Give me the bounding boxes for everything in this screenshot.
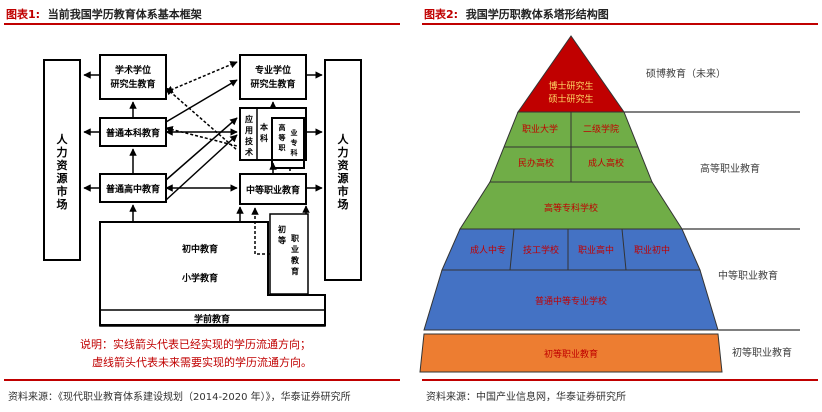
svg-text:普通本科教育: 普通本科教育	[106, 127, 160, 139]
right-figure-panel: 图表2: 我国学历职教体系塔形结构图 博士研究生 硕士研究生 职业大学 二级学院…	[418, 0, 822, 412]
svg-text:初等职业教育: 初等职业教育	[544, 348, 598, 360]
svg-text:等: 等	[277, 235, 286, 245]
svg-text:成人中专: 成人中专	[470, 244, 506, 256]
svg-text:普通中等专业学校: 普通中等专业学校	[535, 295, 607, 307]
svg-text:成人高校: 成人高校	[588, 157, 624, 169]
right-labour-market-label: 人 力 资 源 市 场	[338, 132, 350, 211]
svg-text:市: 市	[338, 184, 349, 198]
tier-higher-voc-upper: 职业大学 二级学院 民办高校 成人高校	[489, 111, 653, 183]
svg-text:高等职业教育: 高等职业教育	[700, 162, 760, 175]
svg-text:本: 本	[259, 122, 268, 132]
right-labour-market-box	[324, 59, 362, 281]
svg-text:源: 源	[338, 171, 349, 185]
svg-text:学前教育: 学前教育	[194, 313, 230, 325]
primary-voc-box: 初 等 职 业 教 育	[269, 213, 309, 295]
tier-primary-voc: 初等职业教育	[419, 333, 723, 373]
higher-voc-box: 高 等 职 业 专 科	[271, 117, 305, 169]
right-title-text: 我国学历职教体系塔形结构图	[465, 8, 609, 21]
svg-text:职: 职	[291, 234, 299, 243]
svg-text:中等职业教育: 中等职业教育	[718, 269, 778, 282]
svg-text:说明：实线箭头代表已经实现的学历流通方向；: 说明：实线箭头代表已经实现的学历流通方向；	[80, 337, 311, 351]
svg-text:小学教育: 小学教育	[181, 272, 218, 284]
flow-arrows	[83, 61, 323, 255]
svg-text:应: 应	[245, 114, 253, 124]
svg-text:职业高中: 职业高中	[578, 244, 614, 256]
svg-text:业: 业	[291, 244, 299, 254]
svg-text:源: 源	[57, 171, 68, 185]
svg-text:二级学院: 二级学院	[583, 123, 619, 135]
sec-voc-box: 中等职业教育	[239, 173, 307, 205]
education-framework-diagram: 人 力 资 源 市 场 人 力 资 源 市 场 学术学位 研究生教育 普通本科教…	[43, 54, 362, 369]
svg-text:场: 场	[338, 197, 349, 211]
tier-sec-voc-lower: 普通中等专业学校	[423, 269, 719, 331]
svg-text:虚线箭头代表未来需要实现的学历流通方向。: 虚线箭头代表未来需要实现的学历流通方向。	[92, 355, 312, 369]
left-labour-market-label: 人 力 资 源 市 场	[57, 132, 69, 211]
svg-text:等: 等	[278, 133, 286, 142]
svg-text:职业初中: 职业初中	[634, 244, 670, 256]
svg-text:业: 业	[291, 128, 298, 137]
left-source-note: 资料来源：《现代职业教育体系建设规划（2014-2020 年）》，华泰证券研究所	[8, 392, 351, 403]
svg-text:资: 资	[57, 158, 68, 172]
legend-note: 说明：实线箭头代表已经实现的学历流通方向； 虚线箭头代表未来需要实现的学历流通方…	[80, 337, 312, 369]
left-title-text: 当前我国学历教育体系基本框架	[47, 8, 202, 21]
svg-text:育: 育	[291, 266, 299, 276]
preschool-box: 学前教育	[99, 309, 326, 327]
tier-higher-voc-lower: 高等专科学校	[459, 181, 683, 230]
svg-text:术: 术	[244, 147, 253, 157]
svg-text:教: 教	[290, 255, 300, 265]
svg-text:研究生教育: 研究生教育	[250, 78, 295, 90]
svg-text:初等职业教育: 初等职业教育	[732, 346, 792, 359]
right-figure-label: 图表2:	[424, 8, 459, 21]
right-bottom-rule	[422, 379, 818, 381]
svg-text:用: 用	[244, 126, 253, 135]
svg-text:科: 科	[260, 133, 268, 143]
svg-text:专业学位: 专业学位	[255, 64, 291, 76]
right-figure-title: 图表2: 我国学历职教体系塔形结构图	[424, 6, 609, 22]
right-top-rule	[422, 23, 818, 25]
svg-text:专: 专	[291, 138, 298, 147]
left-bottom-rule	[4, 379, 400, 381]
svg-text:研究生教育: 研究生教育	[110, 78, 155, 90]
svg-text:资: 资	[338, 158, 349, 172]
high-school-box: 普通高中教育	[99, 173, 167, 203]
prof-grad-box: 专业学位 研究生教育	[239, 54, 307, 100]
svg-text:博士研究生: 博士研究生	[548, 80, 593, 92]
left-figure-title: 图表1: 当前我国学历教育体系基本框架	[6, 6, 202, 22]
svg-text:技工学校: 技工学校	[523, 244, 559, 256]
svg-text:高等专科学校: 高等专科学校	[544, 202, 598, 214]
left-figure-label: 图表1:	[6, 8, 41, 21]
svg-text:学术学位: 学术学位	[115, 64, 151, 76]
svg-text:硕士研究生: 硕士研究生	[548, 93, 593, 105]
undergrad-box: 普通本科教育	[99, 117, 167, 147]
svg-text:初中教育: 初中教育	[182, 243, 218, 255]
svg-text:人: 人	[57, 132, 69, 146]
left-labour-market-box	[43, 59, 81, 261]
svg-text:技: 技	[245, 136, 254, 146]
svg-text:普通高中教育: 普通高中教育	[106, 183, 160, 195]
left-figure-panel: 图表1: 当前我国学历教育体系基本框架 人 力 资 源 市 场 人 力 资 源 …	[0, 0, 404, 412]
vocational-pyramid: 博士研究生 硕士研究生 职业大学 二级学院 民办高校 成人高校 高等专科学校 成…	[419, 35, 800, 373]
svg-text:初: 初	[278, 224, 286, 234]
svg-text:市: 市	[57, 184, 68, 198]
svg-text:高: 高	[279, 123, 286, 132]
svg-text:场: 场	[57, 197, 68, 211]
svg-text:力: 力	[338, 145, 349, 159]
svg-text:科: 科	[291, 148, 298, 157]
svg-text:硕博教育（未来）: 硕博教育（未来）	[646, 67, 726, 80]
svg-text:民办高校: 民办高校	[518, 157, 554, 169]
svg-text:人: 人	[338, 132, 350, 146]
svg-text:职: 职	[279, 143, 286, 152]
tier-doctoral: 博士研究生 硕士研究生	[517, 35, 625, 113]
pyramid-side-labels: 硕博教育（未来） 高等职业教育 中等职业教育 初等职业教育	[646, 67, 792, 359]
left-top-rule	[4, 23, 400, 25]
academic-grad-box: 学术学位 研究生教育	[99, 54, 167, 100]
right-source-note: 资料来源：中国产业信息网，华泰证券研究所	[426, 392, 626, 403]
tier-sec-voc-upper: 成人中专 技工学校 职业高中 职业初中	[441, 228, 701, 271]
svg-text:力: 力	[57, 145, 68, 159]
svg-text:中等职业教育: 中等职业教育	[246, 184, 300, 196]
svg-text:职业大学: 职业大学	[522, 123, 558, 135]
